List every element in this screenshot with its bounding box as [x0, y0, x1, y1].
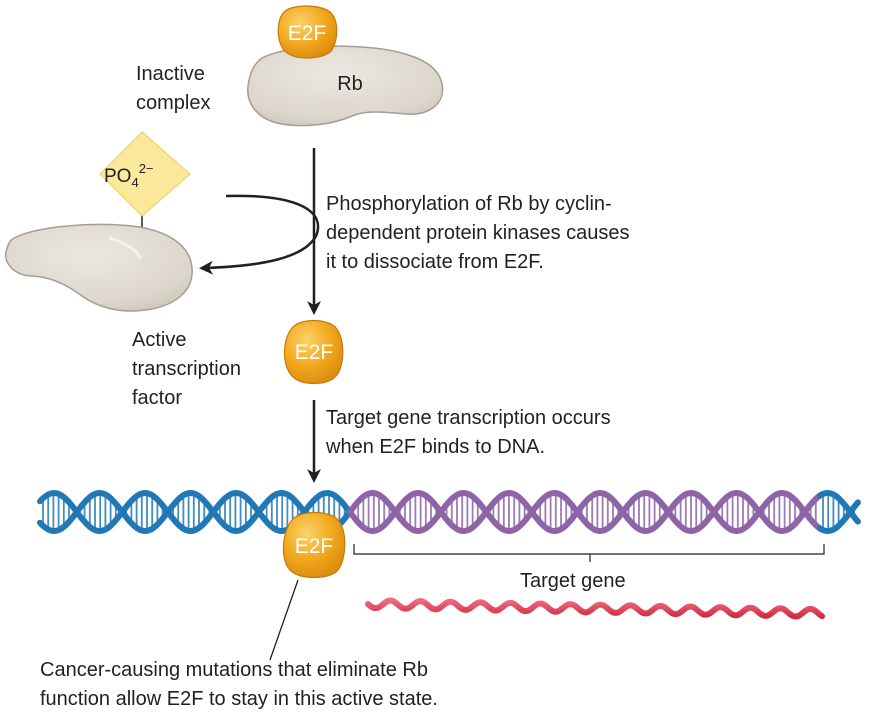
- rb-protein-bound: [247, 45, 444, 127]
- cancer-mutation-note: Cancer-causing mutations that eliminate …: [40, 659, 438, 710]
- dna-promoter-strand-1: [37, 489, 353, 535]
- rb-protein-free: [4, 223, 193, 312]
- e2f-label-bound: E2F: [288, 22, 327, 45]
- dna-double-helix: [37, 489, 861, 535]
- e2f-protein-active: [283, 319, 344, 385]
- dissociation-arrow: [199, 148, 321, 315]
- transcription-note: Target gene transcription occurs when E2…: [326, 407, 611, 458]
- inactive-complex-label: Inactive complex: [136, 63, 211, 114]
- phosphate-label: PO42−: [104, 161, 154, 190]
- callout-line: [269, 579, 299, 661]
- mrna-transcript: [365, 597, 825, 620]
- dna-target-gene-strand-1: [347, 489, 823, 535]
- rb-label: Rb: [337, 73, 363, 95]
- e2f-protein-bound: [277, 5, 338, 59]
- phosphorylation-note: Phosphorylation of Rb by cyclin- depende…: [326, 193, 630, 273]
- phosphate-group: [99, 131, 191, 232]
- target-gene-label: Target gene: [520, 570, 626, 592]
- dna-downstream-strand-2: [817, 499, 861, 535]
- target-gene-bracket: [353, 544, 825, 562]
- e2f-protein-dna-bound: [282, 511, 346, 579]
- e2f-label-active: E2F: [295, 341, 334, 364]
- e2f-label-dna-bound: E2F: [295, 535, 334, 558]
- dna-target-gene-strand-2: [347, 489, 823, 535]
- active-transcription-factor-label: Active transcription factor: [132, 329, 241, 409]
